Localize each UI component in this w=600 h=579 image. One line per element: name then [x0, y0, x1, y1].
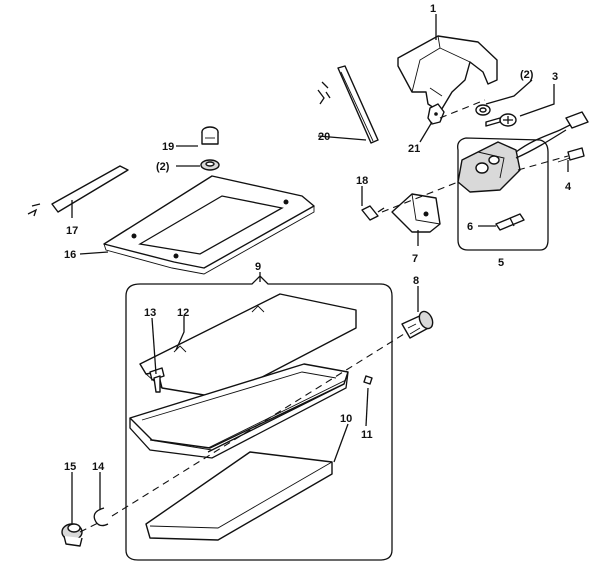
- callout-6: 6: [467, 221, 473, 233]
- part-17-strip: [27, 165, 129, 217]
- callout-8: 8: [413, 275, 419, 287]
- callout-7: 7: [412, 253, 418, 265]
- part-20-rail: [317, 65, 379, 144]
- callout-9: 9: [255, 261, 261, 273]
- part-15-knob: [61, 523, 83, 547]
- part-11-pin: [363, 375, 373, 385]
- part-9-drawer-assembly: [125, 275, 393, 561]
- callout-1: 1: [430, 3, 436, 15]
- callout-4: 4: [565, 181, 572, 193]
- callout-12: 12: [177, 307, 189, 319]
- callout-2-washer-right: (2): [520, 69, 534, 81]
- callout-20: 20: [318, 131, 330, 143]
- part-3-screw: [485, 113, 517, 127]
- part-21-clip: [427, 103, 445, 125]
- callout-19: 19: [162, 141, 174, 153]
- assembly-line-switch: [381, 181, 459, 213]
- callout-5: 5: [498, 257, 504, 269]
- callout-15: 15: [64, 461, 76, 473]
- callout-17: 17: [66, 225, 78, 237]
- callout-3: 3: [552, 71, 558, 83]
- assembly-line-upper: [439, 99, 486, 119]
- part-8-knob: [401, 310, 434, 339]
- part-14-clip: [93, 507, 109, 527]
- callout-18: 18: [356, 175, 368, 187]
- part-5-switch-assembly: [457, 111, 589, 251]
- part-1-top-bracket: [397, 35, 498, 113]
- part-16-frame: [103, 175, 315, 275]
- callout-13: 13: [144, 307, 156, 319]
- callout-11: 11: [361, 429, 373, 441]
- part-19-screw: [201, 126, 219, 145]
- part-7-bracket: [391, 193, 441, 233]
- leader-lines: [71, 14, 569, 524]
- part-4-screw: [557, 147, 585, 163]
- assembly-line-screw4: [517, 155, 569, 171]
- callout-10: 10: [340, 413, 352, 425]
- assembly-line-lower: [79, 333, 405, 533]
- part-18-pin: [361, 205, 385, 221]
- callout-21: 21: [408, 143, 420, 155]
- callout-14: 14: [92, 461, 105, 473]
- washer-part: [475, 104, 491, 116]
- callout-16: 16: [64, 249, 76, 261]
- washer-part-2: [200, 159, 220, 171]
- callout-2-washer-left: (2): [156, 161, 170, 173]
